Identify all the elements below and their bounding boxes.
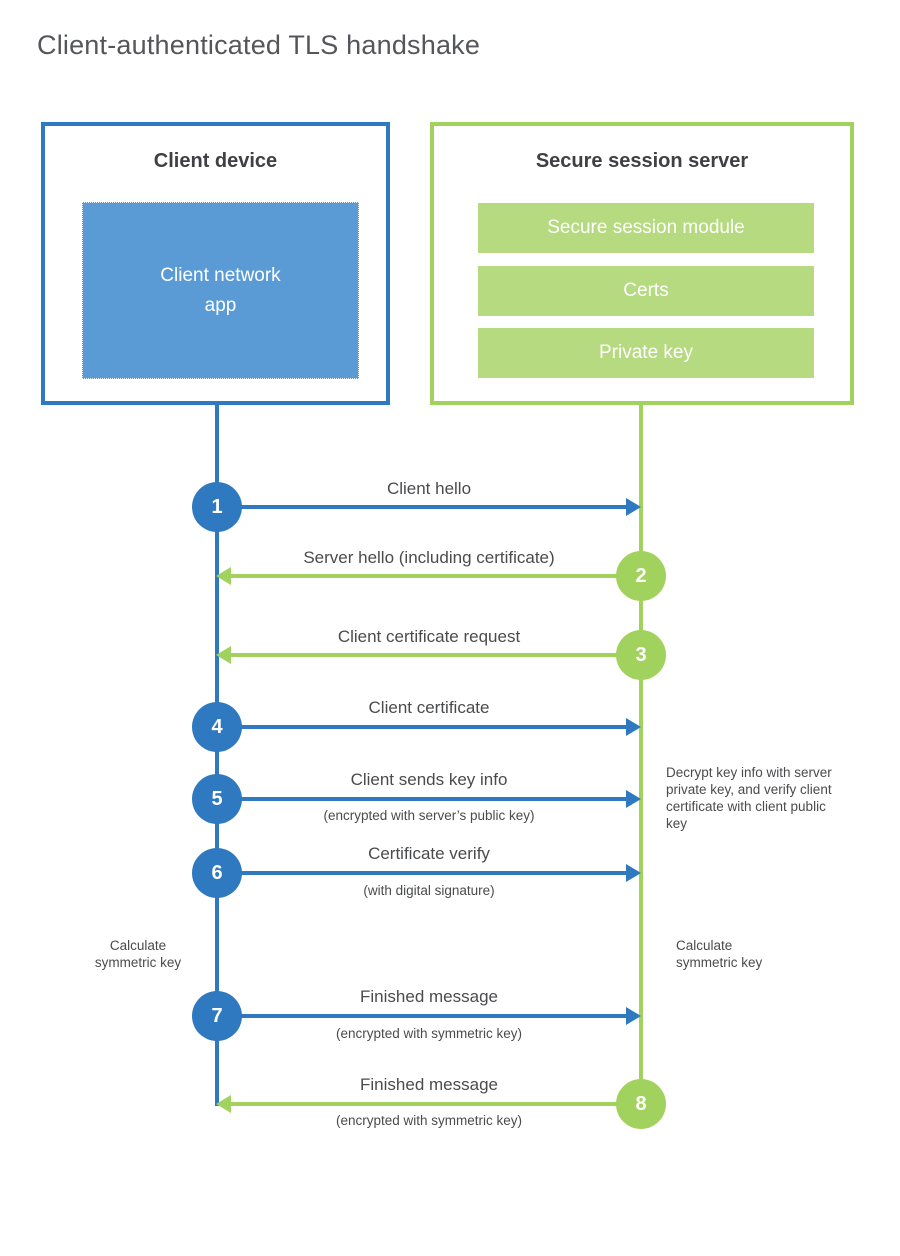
step-7-number-badge: 7 <box>192 991 242 1041</box>
server-module-certs: Certs <box>478 266 814 316</box>
step-6-arrowhead-right-icon <box>626 864 641 882</box>
step-6-sublabel: (with digital signature) <box>363 883 495 898</box>
step-2-number-badge: 2 <box>616 551 666 601</box>
step-6-arrow-line <box>217 871 627 875</box>
step-3-arrowhead-left-icon <box>216 646 231 664</box>
server-module-private-key: Private key <box>478 328 814 378</box>
step-5-number-badge: 5 <box>192 774 242 824</box>
step-5-label: Client sends key info <box>350 770 508 789</box>
client-device-title: Client device <box>153 150 278 172</box>
server-decrypt-note: Decrypt key info with server private key… <box>666 765 832 831</box>
secure-session-server-title: Secure session server <box>535 150 749 172</box>
step-8-arrow-line <box>231 1102 641 1106</box>
step-6-label: Certificate verify <box>368 844 490 863</box>
step-8-number-badge: 8 <box>616 1079 666 1129</box>
server-module-secure-session: Secure session module <box>478 203 814 253</box>
step-8-label: Finished message <box>360 1075 498 1094</box>
page-title: Client-authenticated TLS handshake <box>37 30 481 60</box>
secure-session-server-box: Secure session server Secure session mod… <box>430 122 854 405</box>
step-1-arrowhead-right-icon <box>626 498 641 516</box>
client-device-box: Client device Client network app <box>41 122 390 405</box>
step-2-label: Server hello (including certificate) <box>303 548 555 567</box>
client-network-app-box: Client network app <box>82 202 359 379</box>
step-3-label: Client certificate request <box>337 627 521 646</box>
step-5-arrow-line <box>217 797 627 801</box>
step-7-label: Finished message <box>360 987 498 1006</box>
step-3-arrow-line <box>231 653 641 657</box>
step-4-label: Client certificate <box>368 698 490 717</box>
step-5-sublabel: (encrypted with server’s public key) <box>323 808 535 823</box>
step-1-number-badge: 1 <box>192 482 242 532</box>
step-5-arrowhead-right-icon <box>626 790 641 808</box>
server-lifeline <box>639 403 643 1104</box>
step-2-arrow-line <box>231 574 641 578</box>
step-7-arrowhead-right-icon <box>626 1007 641 1025</box>
step-4-arrowhead-right-icon <box>626 718 641 736</box>
step-7-sublabel: (encrypted with symmetric key) <box>335 1026 523 1041</box>
step-1-arrow-line <box>217 505 627 509</box>
step-8-arrowhead-left-icon <box>216 1095 231 1113</box>
server-calculate-symmetric-key-note: Calculate symmetric key <box>676 938 763 970</box>
step-4-arrow-line <box>217 725 627 729</box>
client-calculate-symmetric-key-note: Calculate symmetric key <box>94 938 182 970</box>
step-3-number-badge: 3 <box>616 630 666 680</box>
step-7-arrow-line <box>217 1014 627 1018</box>
step-8-sublabel: (encrypted with symmetric key) <box>335 1113 523 1128</box>
step-6-number-badge: 6 <box>192 848 242 898</box>
client-lifeline <box>215 403 219 1106</box>
step-2-arrowhead-left-icon <box>216 567 231 585</box>
step-4-number-badge: 4 <box>192 702 242 752</box>
step-1-label: Client hello <box>386 479 472 498</box>
